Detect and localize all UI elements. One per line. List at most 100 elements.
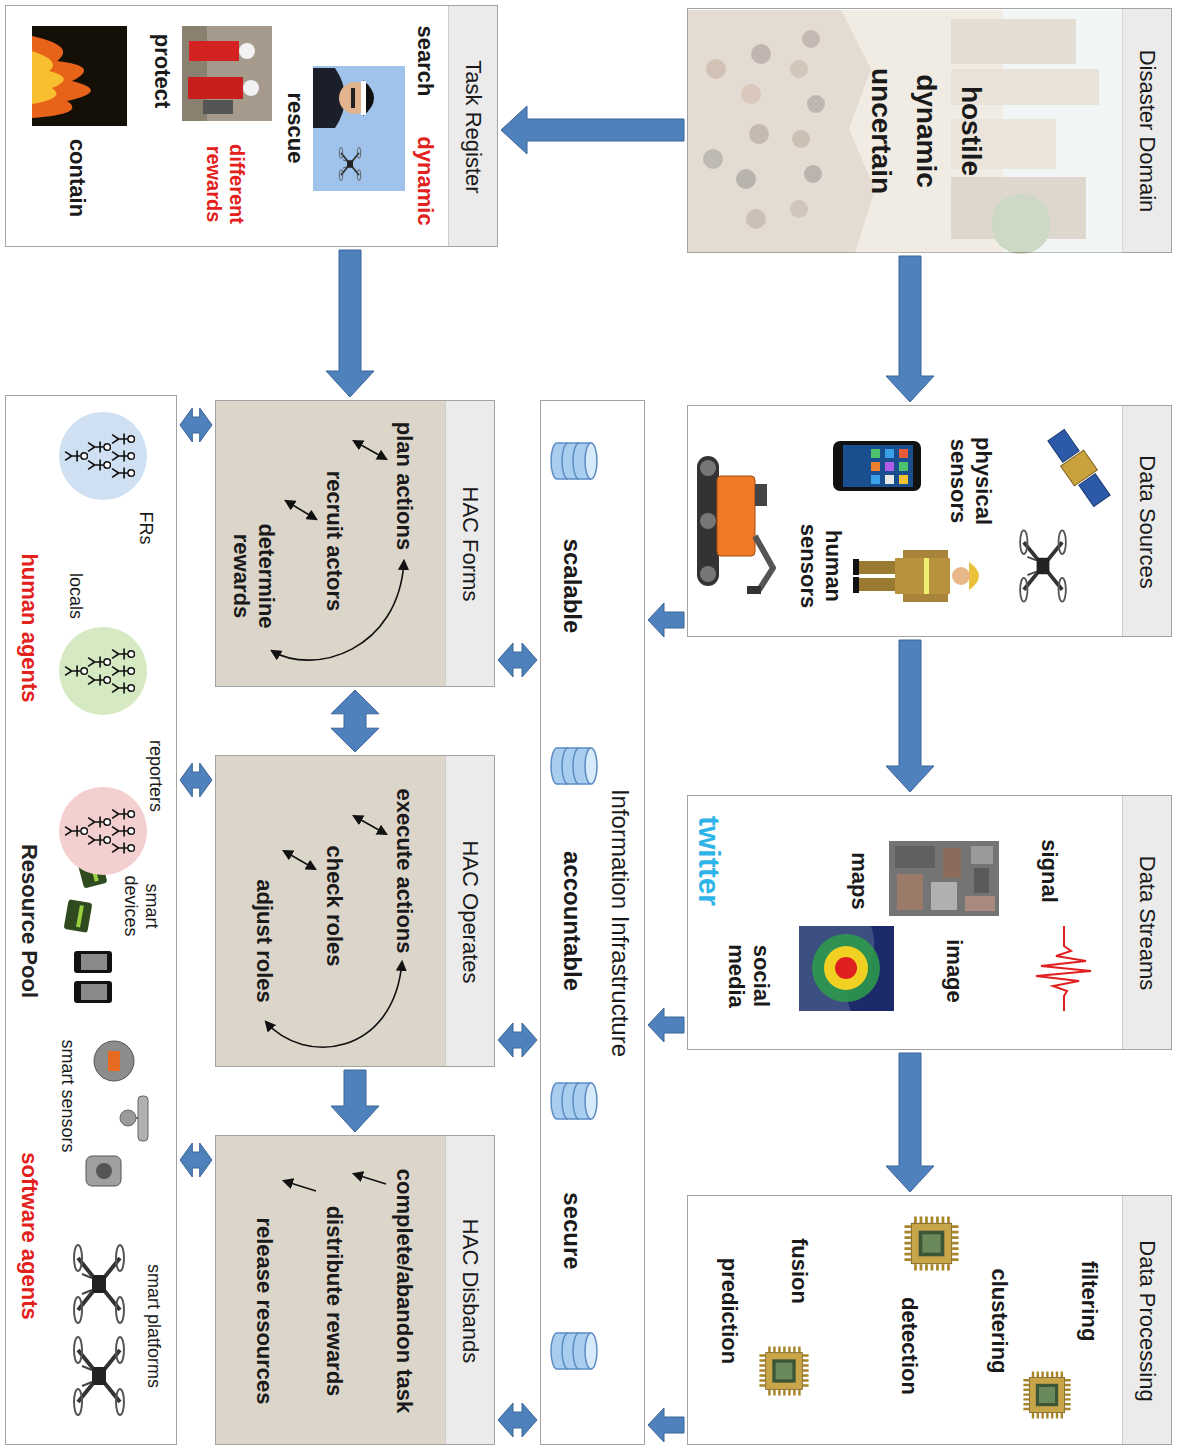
agent-group-part — [112, 809, 134, 820]
agent-group-part — [65, 826, 87, 837]
item-label: FRs — [136, 512, 157, 545]
phase-box: HAC Disbandscomplete/abandon taskdistrib… — [215, 1135, 495, 1445]
sensor-pictures-part — [857, 561, 895, 574]
item-label: maps — [846, 852, 871, 909]
sensor-pictures-part — [717, 476, 755, 556]
sensor-pictures-part — [903, 550, 948, 558]
resource-pictures-part — [74, 1337, 124, 1415]
task-photos-part — [243, 80, 259, 96]
processor-chips-part — [1026, 1374, 1068, 1416]
item-label: prediction — [716, 1258, 741, 1364]
block-arrow — [886, 1053, 934, 1192]
block-arrow — [886, 256, 934, 402]
item-label: smart platforms — [144, 1264, 165, 1388]
sensor-pictures-part — [755, 484, 767, 506]
item-label: social media — [724, 926, 775, 1026]
stream-pictures-part — [974, 868, 989, 893]
sensor-pictures-part — [1045, 427, 1114, 509]
item-label: detection — [896, 1297, 921, 1395]
agent-group-part — [112, 468, 134, 479]
stream-pictures-part — [943, 848, 961, 878]
item-label: rescue — [282, 93, 307, 164]
phase-arrows-part — [284, 851, 315, 869]
agent-group-part — [112, 649, 134, 660]
agent-group-part — [88, 817, 110, 828]
stream-pictures-part — [812, 934, 880, 1002]
box-title: Data Processing — [1134, 1240, 1159, 1401]
task-box: Task Registersearchdynamicrescueprotectd… — [5, 5, 498, 247]
disaster-photo-part-part — [749, 124, 769, 144]
agent-group-part — [59, 787, 147, 875]
domain-box: Disaster Domainhostiledynamicuncertain — [687, 8, 1172, 253]
agent-group-part — [112, 683, 134, 694]
phase-arrows-part — [354, 1174, 386, 1184]
sensor-pictures-part-part — [1079, 474, 1110, 507]
item-label: protect — [149, 34, 174, 109]
sensor-pictures-part — [871, 449, 880, 458]
disaster-photo-part-part — [688, 10, 875, 253]
sensor-pictures-part — [853, 559, 859, 575]
agent-group-part — [88, 675, 110, 686]
item-label: uncertain — [865, 68, 897, 194]
block-arrow — [331, 1070, 379, 1132]
item-label: check roles — [321, 845, 346, 966]
item-label: contain — [64, 139, 89, 217]
resource-pictures-part — [76, 905, 84, 927]
block-arrow — [498, 1023, 537, 1057]
phase-arrows-part — [354, 441, 386, 459]
disaster-photo-part-part — [807, 95, 825, 113]
sensor-pictures-part — [843, 445, 913, 487]
agent-group-part — [65, 666, 87, 677]
block-arrow — [501, 106, 684, 154]
item-label: human sensors — [796, 511, 847, 621]
task-photos-part — [32, 36, 91, 118]
item-label: physical sensors — [946, 426, 997, 536]
disaster-photo-part-part — [746, 209, 766, 229]
stream-box: Data Streamssignalimagemapssocial mediat… — [687, 795, 1172, 1050]
sensor-pictures-part — [899, 475, 908, 484]
sensor-pictures — [686, 406, 1171, 638]
disaster-photo-part-part — [802, 30, 820, 48]
box-title: HAC Disbands — [457, 1219, 482, 1363]
agent-circle: reporters — [53, 726, 168, 876]
block-arrow — [648, 1008, 684, 1042]
agent-group-part — [112, 451, 134, 462]
item-label: signal — [1036, 839, 1061, 903]
sensor-pictures-part — [853, 577, 859, 593]
resource-pictures-part — [108, 1051, 120, 1071]
processor-chips-part — [762, 1349, 805, 1392]
box-title: Data Streams — [1134, 856, 1159, 991]
sensor-pictures-part — [700, 513, 716, 529]
sensor-pictures-part — [885, 475, 894, 484]
sensor-pictures-part — [755, 536, 773, 590]
agent-group-part — [65, 451, 87, 462]
sensor-pictures-part — [885, 449, 894, 458]
block-arrow — [180, 408, 212, 442]
item-label: recruit actors — [321, 471, 346, 612]
database-icons-part — [551, 443, 597, 479]
block-arrow — [648, 603, 684, 637]
disaster-photo-part — [688, 10, 1123, 254]
item-label: hostile — [955, 86, 987, 176]
disaster-photo-part-part — [792, 130, 810, 148]
stream-pictures — [686, 796, 1171, 1051]
resource-pictures-part — [138, 1096, 148, 1141]
sensor-pictures-part — [747, 586, 761, 594]
resource-pictures-part — [81, 954, 107, 970]
item-label: adjust roles — [251, 879, 276, 1002]
resource-pictures-part — [74, 951, 112, 973]
sensor-pictures-part — [857, 578, 895, 591]
sensor-pictures-part — [700, 460, 716, 476]
phase-arrows-part — [354, 816, 386, 834]
stream-pictures-part — [824, 946, 868, 990]
agent-group-part — [88, 657, 110, 668]
item-label: twitter — [692, 816, 727, 906]
task-photos-part — [189, 41, 239, 61]
disaster-photo-part-part — [751, 44, 771, 64]
task-photos-part — [351, 88, 355, 108]
resource-pictures-part — [86, 1156, 121, 1186]
sensor-pictures-part — [899, 462, 908, 471]
resource-pictures-part — [96, 1163, 112, 1179]
sensor-pictures-part — [871, 462, 880, 471]
block-arrow — [331, 690, 379, 752]
